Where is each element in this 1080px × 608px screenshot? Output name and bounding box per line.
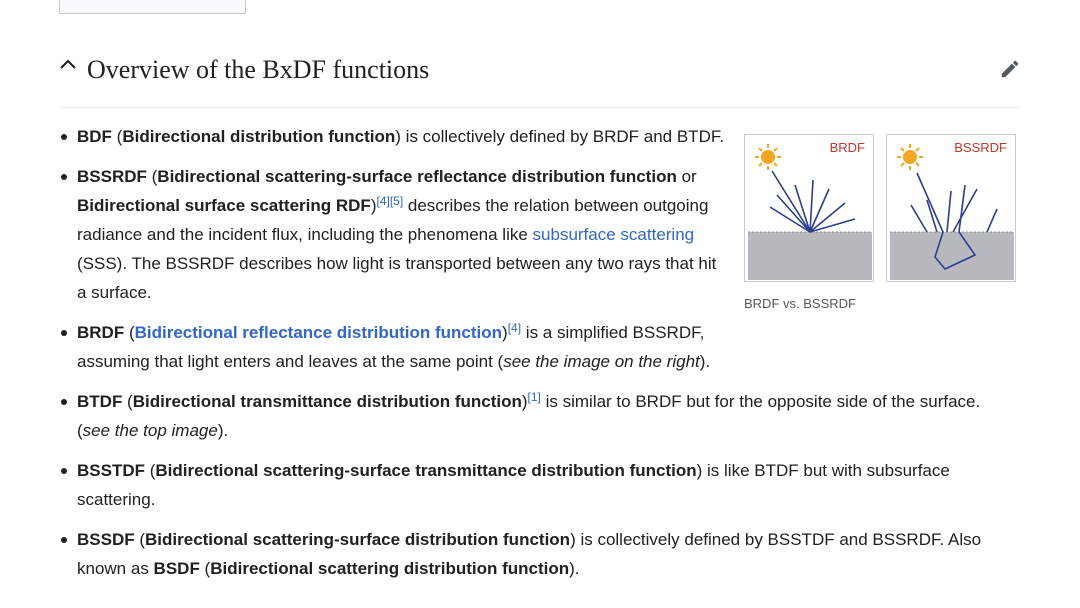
bssrdf-panel[interactable]: BSSRDF [886,134,1016,282]
item-text: (SSS). The BSSRDF describes how light is… [77,254,717,302]
abbr: BTDF [77,392,123,411]
brdf-link[interactable]: Bidirectional reflectance distribution f… [135,323,502,342]
reference-link[interactable]: [4] [376,194,390,208]
full-name: Bidirectional scattering-surface transmi… [155,461,697,480]
list-item-btdf: BTDF (Bidirectional transmittance distri… [59,387,1009,445]
list-item-bsstdf: BSSTDF (Bidirectional scattering-surface… [59,456,1009,514]
full-name: Bidirectional transmittance distribution… [132,392,522,411]
reference-link[interactable]: [4] [507,321,522,335]
list-item-bssrdf: BSSRDF (Bidirectional scattering-surface… [59,162,727,307]
figure-caption: BRDF vs. BSSRDF [744,296,856,311]
brdf-label: BRDF [829,140,865,155]
italic-note: see the image on the right [503,352,700,371]
reference-link[interactable]: [5] [389,194,404,208]
previous-section-box [59,0,246,14]
section-title: Overview of the BxDF functions [87,55,430,84]
subsurface-scattering-link[interactable]: subsurface scattering [532,225,695,244]
abbr: BDF [77,127,112,146]
item-text: ). [217,421,229,440]
abbr-alt: BSDF [153,559,200,578]
bxdf-list: BDF (Bidirectional distribution function… [59,122,1009,594]
brdf-illustration [748,144,872,280]
item-text: or [676,167,697,186]
chevron-up-icon[interactable] [59,56,77,74]
list-item-bssdf: BSSDF (Bidirectional scattering-surface … [59,525,1009,583]
italic-note: see the top image [82,421,218,440]
pencil-icon[interactable] [999,58,1021,80]
abbr: BSSTDF [77,461,145,480]
item-text: ) is collectively defined by BRDF and BT… [395,127,725,146]
section-header[interactable]: Overview of the BxDF functions [59,48,1021,108]
bssrdf-illustration [890,144,1014,280]
full-name-alt: Bidirectional surface scattering RDF [77,196,371,215]
reference-4[interactable]: [4] [376,194,389,208]
bssrdf-label: BSSRDF [954,140,1007,155]
reference-1[interactable]: [1] [528,390,541,404]
item-text: ) is like BTDF but with subsurface scatt… [77,461,950,509]
item-text: describes the relation between outgoing … [77,196,709,244]
full-name: Bidirectional scattering-surface distrib… [145,530,571,549]
full-name: Bidirectional distribution function [122,127,396,146]
abbr: BSSRDF [77,167,147,186]
item-text: ) is collectively defined by BSSTDF and … [77,530,982,578]
item-text: is a simplified BSSRDF, assuming that li… [77,323,705,371]
list-item-brdf: BRDF (Bidirectional reflectance distribu… [59,318,1009,376]
full-name[interactable]: Bidirectional reflectance distribution f… [134,323,503,342]
sun-icon [755,144,781,170]
item-text: ). [569,559,580,578]
full-name-alt: Bidirectional scattering distribution fu… [210,559,570,578]
reference-link[interactable]: [1] [527,390,541,404]
reference-5[interactable]: [5] [390,194,403,208]
list-item-bdf: BDF (Bidirectional distribution function… [59,122,727,151]
item-text: is similar to BRDF but for the opposite … [77,392,981,440]
item-text: ). [699,352,711,371]
sun-icon [897,144,923,170]
brdf-panel[interactable]: BRDF [744,134,874,282]
full-name: Bidirectional scattering-surface reflect… [157,167,677,186]
abbr: BRDF [77,323,125,342]
abbr: BSSDF [77,530,135,549]
reference-4[interactable]: [4] [508,321,521,335]
